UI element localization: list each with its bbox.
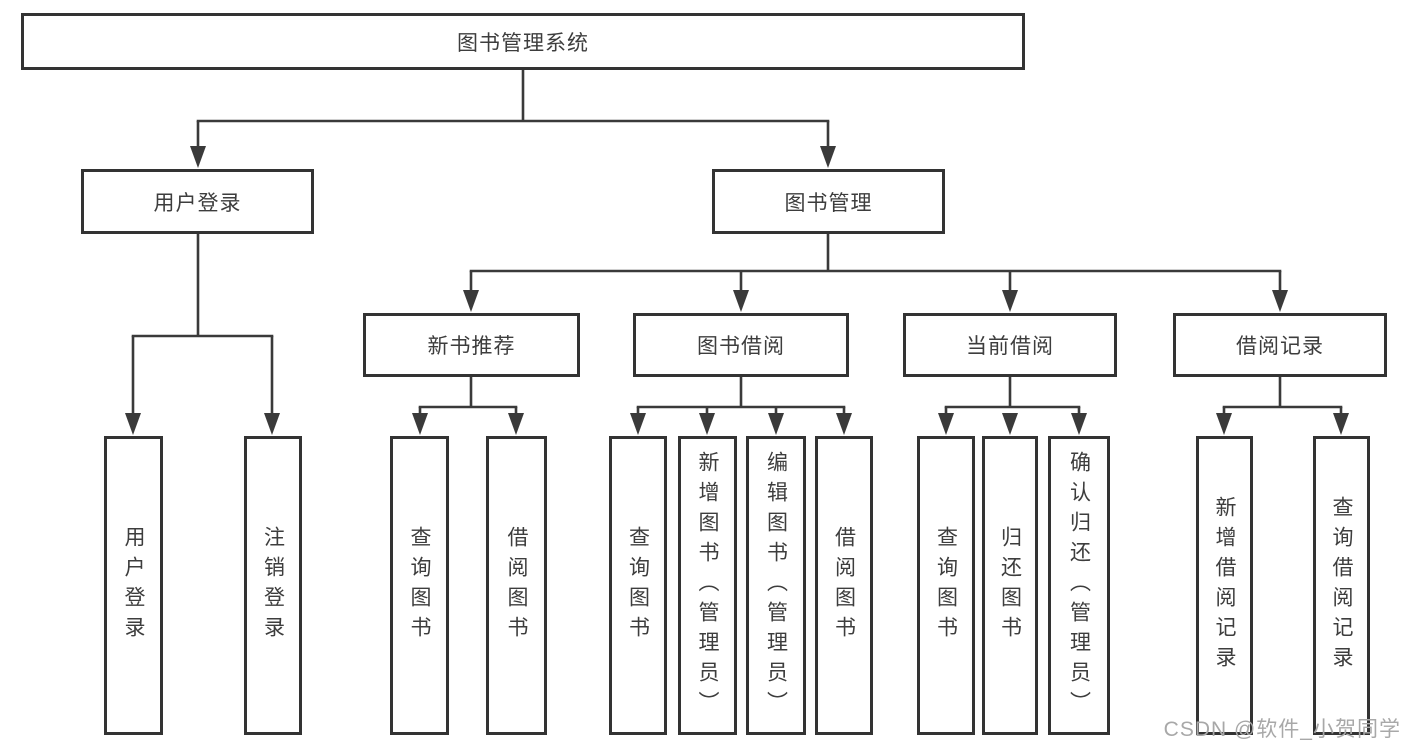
node-new-book-recommend-label: 新书推荐: [427, 335, 516, 358]
node-book-management: 图书管理: [712, 169, 945, 234]
node-book-borrow: 图书借阅: [633, 313, 849, 377]
leaf-query-borrow-record-label: 查询借阅记录: [1330, 495, 1354, 676]
node-user-login-label: 用户登录: [153, 191, 242, 215]
leaf-add-borrow-record-label: 新增借阅记录: [1213, 495, 1237, 676]
leaf-add-books-admin-label: 新增图书（管理员）: [696, 450, 720, 721]
leaf-logout-label: 注销登录: [261, 525, 285, 646]
leaf-query-borrow-record: 查询借阅记录: [1313, 436, 1370, 735]
node-user-login: 用户登录: [81, 169, 314, 234]
node-root-label: 图书管理系统: [457, 31, 589, 55]
leaf-query-books-2-label: 查询图书: [626, 525, 650, 646]
leaf-return-books: 归还图书: [982, 436, 1038, 735]
leaf-borrow-books-1: 借阅图书: [486, 436, 547, 735]
node-root: 图书管理系统: [21, 13, 1025, 70]
leaf-user-login-label: 用户登录: [122, 525, 146, 646]
leaf-add-borrow-record: 新增借阅记录: [1196, 436, 1253, 735]
leaf-query-books-3-label: 查询图书: [934, 525, 958, 646]
leaf-borrow-books-2-label: 借阅图书: [832, 525, 856, 646]
leaf-confirm-return-admin: 确认归还（管理员）: [1048, 436, 1110, 735]
leaf-logout: 注销登录: [244, 436, 302, 735]
leaf-query-books-3: 查询图书: [917, 436, 975, 735]
leaf-query-books-1-label: 查询图书: [408, 525, 432, 646]
leaf-return-books-label: 归还图书: [998, 525, 1022, 646]
leaf-borrow-books-1-label: 借阅图书: [505, 525, 529, 646]
node-current-borrow: 当前借阅: [903, 313, 1117, 377]
leaf-borrow-books-2: 借阅图书: [815, 436, 873, 735]
node-current-borrow-label: 当前借阅: [966, 335, 1054, 358]
csdn-watermark: CSDN @软件_小贺同学: [1163, 718, 1401, 741]
node-borrow-records: 借阅记录: [1173, 313, 1387, 377]
leaf-edit-books-admin: 编辑图书（管理员）: [746, 436, 806, 735]
node-borrow-records-label: 借阅记录: [1236, 335, 1324, 358]
leaf-confirm-return-admin-label: 确认归还（管理员）: [1067, 450, 1091, 721]
leaf-query-books-2: 查询图书: [609, 436, 667, 735]
leaf-add-books-admin: 新增图书（管理员）: [678, 436, 737, 735]
node-book-management-label: 图书管理: [784, 191, 873, 215]
leaf-edit-books-admin-label: 编辑图书（管理员）: [764, 450, 788, 721]
leaf-user-login: 用户登录: [104, 436, 163, 735]
node-book-borrow-label: 图书借阅: [697, 335, 785, 358]
node-new-book-recommend: 新书推荐: [363, 313, 580, 377]
leaf-query-books-1: 查询图书: [390, 436, 449, 735]
